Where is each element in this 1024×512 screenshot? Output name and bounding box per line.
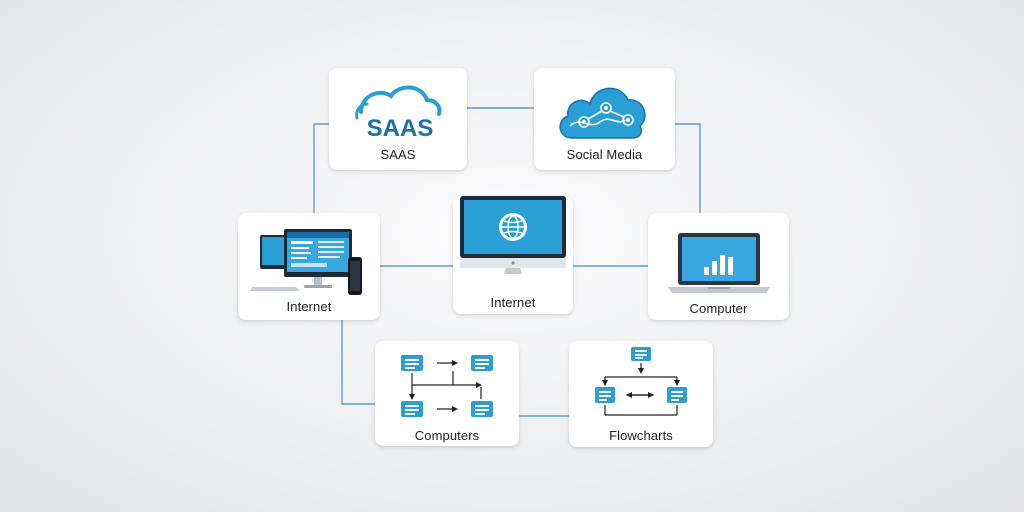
connector-saas-internet-left: [313, 123, 329, 213]
node-label: Internet: [490, 295, 536, 310]
node-computer: Computer: [648, 213, 789, 320]
node-internet-devices: Internet: [238, 213, 380, 320]
node-saas: SAAS SAAS: [329, 68, 467, 170]
node-label: Flowcharts: [609, 428, 673, 443]
desktop-globe-icon: [460, 196, 566, 274]
node-computers: Computers: [375, 341, 519, 446]
node-flowcharts: Flowcharts: [569, 341, 713, 447]
cloud-network-icon: [559, 87, 646, 139]
node-label: SAAS: [380, 147, 416, 162]
globe-icon: [499, 213, 527, 241]
node-internet-desktop: Internet: [453, 196, 573, 314]
bar-chart-icon: [704, 255, 733, 275]
node-label: Internet: [286, 299, 332, 314]
devices-icon: [250, 229, 362, 295]
cloud-icon: SAAS: [355, 85, 442, 142]
node-label: Social Media: [566, 147, 643, 162]
flowchart-icon: [595, 347, 687, 416]
laptop-chart-icon: [668, 233, 770, 293]
node-label: Computer: [689, 301, 748, 316]
connector-internet-left-computers: [341, 320, 375, 405]
flow-diagram-icon: [401, 355, 493, 417]
node-label: Computers: [414, 428, 480, 443]
saas-logo-text: SAAS: [367, 115, 434, 142]
connector-social-computer: [675, 123, 701, 213]
node-social-media: Social Media: [534, 68, 675, 170]
